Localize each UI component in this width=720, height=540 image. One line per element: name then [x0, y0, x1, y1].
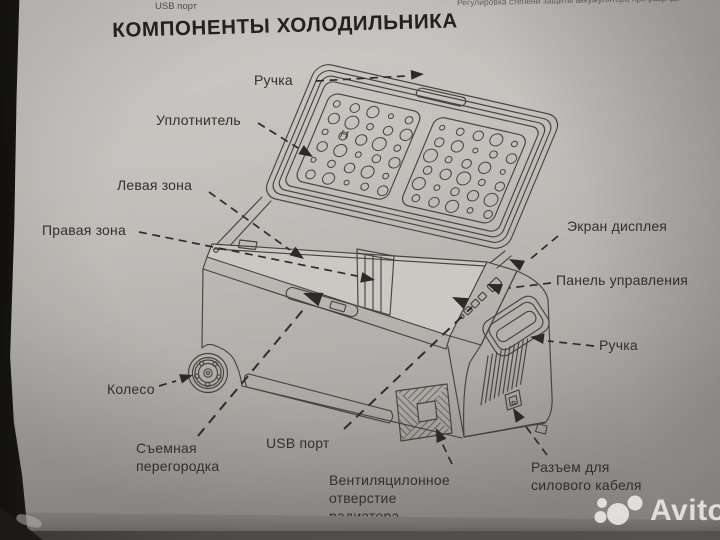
- hinge-bump: [237, 239, 258, 251]
- callout-arrow-left_zone: [289, 246, 304, 259]
- label-display-screen: Экран дисплея: [567, 218, 668, 234]
- callout-line-radiator_vent: [441, 442, 453, 465]
- radiator-vent-grille: [395, 383, 453, 442]
- callout-arrow-radiator_vent: [436, 428, 447, 443]
- callout-line-display_screen: [527, 235, 559, 262]
- label-handle-top: Ручка: [254, 72, 293, 88]
- label-left-zone: Левая зона: [117, 177, 193, 193]
- label-handle-side: Ручка: [599, 337, 638, 353]
- wheel: [187, 352, 229, 394]
- callout-arrow-usb_port: [452, 297, 470, 310]
- callout-arrow-power_socket: [513, 408, 525, 423]
- label-control-panel: Панель управления: [556, 272, 689, 288]
- lid-dimples: [305, 100, 518, 219]
- usb-port-slot: [329, 300, 347, 313]
- callout-arrow-handle_top: [410, 70, 424, 80]
- avito-logo-icon: [594, 495, 643, 525]
- callout-arrow-removable_partition: [303, 292, 324, 307]
- corner-foot: [534, 423, 548, 435]
- callout-line-handle_top: [315, 75, 407, 82]
- lid-hinge-arms: [213, 196, 512, 269]
- callout-line-seal: [257, 122, 299, 149]
- lid-panel-left: [296, 93, 421, 200]
- callout-line-wheel: [158, 380, 177, 387]
- top-edge-cutoff-text-left: USB порт: [155, 1, 198, 12]
- callout-arrow-right_zone: [360, 272, 375, 283]
- label-power-socket: Разъем для силового кабеля: [531, 459, 642, 493]
- label-seal: Уплотнитель: [156, 112, 241, 128]
- compartment-opening: [207, 244, 487, 336]
- callout-arrow-control_panel: [487, 284, 503, 295]
- label-usb-port: USB порт: [266, 435, 330, 451]
- callout-arrow-display_screen: [509, 259, 525, 271]
- callout-line-handle_side: [547, 340, 595, 347]
- callout-arrow-handle_side: [530, 333, 545, 344]
- callout-line-left_zone: [208, 191, 291, 251]
- end-vent-slats: [480, 338, 529, 406]
- wheel-arch: [201, 268, 243, 387]
- label-wheel: Колесо: [107, 381, 155, 397]
- lid-marking-h: H: [338, 128, 350, 141]
- callout-line-removable_partition: [197, 309, 304, 437]
- callout-line-power_socket: [523, 423, 548, 456]
- fridge-lid-open: H: [265, 64, 559, 249]
- callout-arrow-seal: [298, 145, 313, 157]
- callout-lines: [138, 70, 595, 465]
- avito-watermark: Avito: [592, 492, 720, 530]
- rail-groove: [285, 286, 359, 318]
- removable-divider: [356, 248, 395, 316]
- end-face: [463, 270, 553, 438]
- side-handle-recess: [482, 295, 550, 357]
- callout-arrow-wheel: [179, 374, 193, 384]
- lid-handle-notch: [415, 87, 467, 107]
- callout-line-control_panel: [508, 282, 552, 289]
- front-trim-bar: [243, 373, 394, 424]
- callout-line-usb_port: [343, 306, 473, 430]
- label-right-zone: Правая зона: [42, 222, 126, 238]
- label-removable-partition: Съемная перегородка: [136, 440, 220, 474]
- lid-panel-right: [401, 117, 526, 224]
- power-socket: [504, 389, 523, 411]
- avito-watermark-text: Avito: [650, 494, 720, 527]
- photo-bottom-dark-strip: [0, 531, 720, 540]
- callout-line-right_zone: [138, 231, 358, 277]
